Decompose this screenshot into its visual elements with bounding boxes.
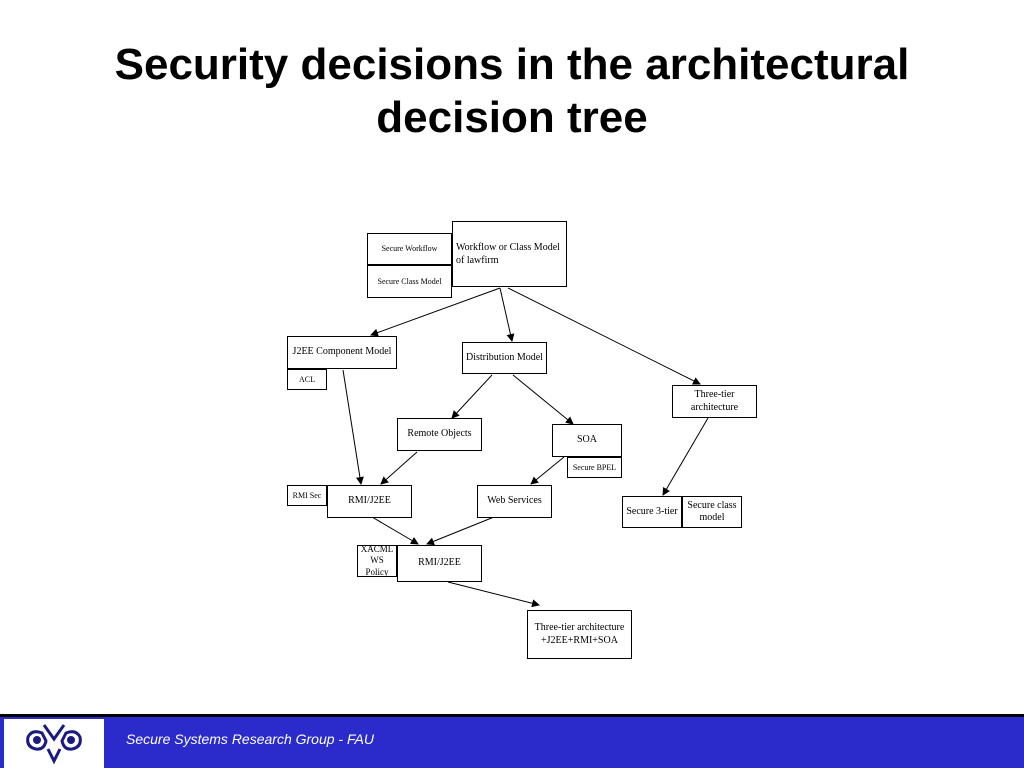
edge-rmi-bottom-to-final	[447, 581, 540, 608]
edge-distribution-to-remote-objects	[451, 374, 493, 419]
edge-distribution-to-soa	[512, 374, 574, 425]
slide-title: Security decisions in the architectural …	[60, 38, 964, 144]
slide-title-line-1: Security decisions in the architectural	[114, 40, 910, 89]
node-xacml-ws-policy: XACML WS Policy	[357, 544, 397, 577]
node-acl: ACL	[287, 369, 327, 390]
edge-three-tier-to-secure-3-tier	[662, 417, 709, 496]
edge-soa-to-web-services	[530, 456, 565, 485]
node-secure-workflow: Secure Workflow	[367, 233, 452, 265]
owl-logo-icon	[4, 719, 104, 769]
edge-workflow-to-distribution	[499, 287, 515, 342]
node-workflow-model: Workflow or Class Model of lawfirm	[452, 221, 567, 287]
node-secure-bpel: Secure BPEL	[567, 457, 622, 478]
edge-remote-objects-to-rmi	[380, 451, 418, 485]
node-rmi-j2ee-top: RMI/J2EE	[327, 485, 412, 518]
node-final-architecture: Three-tier architecture +J2EE+RMI+SOA	[527, 610, 632, 659]
node-secure-3-tier: Secure 3-tier	[622, 496, 682, 528]
node-j2ee-component-model: J2EE Component Model	[287, 336, 397, 369]
node-soa: SOA	[552, 424, 622, 457]
node-web-services: Web Services	[477, 485, 552, 518]
edge-workflow-to-three-tier	[507, 287, 701, 385]
footer-bar: Secure Systems Research Group - FAU	[0, 714, 1024, 769]
node-rmi-sec: RMI Sec	[287, 485, 327, 506]
footer-text: Secure Systems Research Group - FAU	[126, 731, 374, 747]
node-secure-class-model-small: Secure class model	[682, 496, 742, 528]
node-three-tier-architecture: Three-tier architecture	[672, 385, 757, 418]
node-distribution-model: Distribution Model	[462, 342, 547, 374]
edge-j2ee-to-rmi	[342, 369, 364, 485]
edge-rmi-to-rmi-bottom	[371, 516, 419, 545]
node-remote-objects: Remote Objects	[397, 418, 482, 451]
slide-title-line-2: decision tree	[376, 93, 648, 142]
edge-workflow-to-j2ee	[370, 287, 501, 337]
node-rmi-j2ee-bottom: RMI/J2EE	[397, 545, 482, 582]
node-secure-class-model: Secure Class Model	[367, 265, 452, 298]
decision-tree-diagram	[342, 287, 709, 608]
edge-web-services-to-rmi-bottom	[426, 516, 495, 546]
